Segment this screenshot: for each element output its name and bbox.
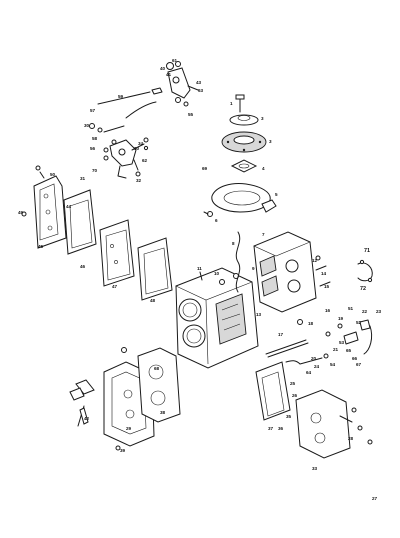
wire <box>235 231 241 293</box>
callout: 45 <box>38 244 44 249</box>
callout: 18 <box>308 321 314 326</box>
callout: 68 <box>154 366 160 371</box>
callout: 28 <box>348 436 354 441</box>
callout-labels: 1 3 3 4 5 6 7 8 9 10 11 12 13 14 15 16 1… <box>18 58 382 501</box>
callout: 56 <box>90 146 96 151</box>
callout: 66 <box>352 356 358 361</box>
callout: 53 <box>339 340 345 345</box>
wire-clip <box>357 259 373 283</box>
callout: 19 <box>338 316 344 321</box>
callout: 11 <box>197 266 202 271</box>
callout: 36 <box>278 426 284 431</box>
callout: 3 <box>269 139 272 144</box>
callout: 60 <box>134 146 140 151</box>
hose <box>265 339 329 365</box>
callout: 72 <box>360 286 366 292</box>
callout: 12 <box>312 258 318 263</box>
callout: 46 <box>80 264 86 269</box>
callout: 71 <box>364 248 370 254</box>
callout: 3 <box>261 116 264 121</box>
callout: 20 <box>311 356 317 361</box>
callout: 25 <box>290 381 296 386</box>
callout: 8 <box>232 241 235 246</box>
callout: 67 <box>356 362 362 367</box>
callout: 32 <box>136 178 142 183</box>
callout: 40 <box>160 66 166 71</box>
callout: 24 <box>314 364 320 369</box>
callout: 10 <box>214 271 220 276</box>
callout: 21 <box>333 347 339 352</box>
callout: 44 <box>66 204 72 209</box>
callout: 13 <box>256 312 262 317</box>
callout: 63 <box>198 88 204 93</box>
cover-plates <box>21 165 173 301</box>
callout: 50 <box>50 172 56 177</box>
callout: 9 <box>252 266 255 271</box>
callout: 1 <box>230 101 233 106</box>
callout: 47 <box>112 284 118 289</box>
callout: 52 <box>356 320 362 325</box>
callout: 51 <box>348 306 354 311</box>
cylinder-block <box>175 267 259 369</box>
callout: 33 <box>312 466 318 471</box>
callout: 16 <box>325 308 331 313</box>
bearing-housing-stack <box>203 94 277 217</box>
callout: 59 <box>118 94 124 99</box>
throttle-linkage <box>89 61 199 179</box>
callout: 57 <box>90 108 96 113</box>
callout: 7 <box>262 232 265 237</box>
callout: 27 <box>372 496 378 501</box>
callout: 54 <box>330 362 336 367</box>
callout: 17 <box>278 332 284 337</box>
callout: 30 <box>84 123 90 128</box>
callout: 58 <box>92 136 98 141</box>
callout: 4 <box>262 166 265 171</box>
callout: 15 <box>324 284 330 289</box>
callout: 62 <box>142 158 148 163</box>
callout: 48 <box>150 298 156 303</box>
callout: 35 <box>286 414 292 419</box>
crankcase <box>253 231 331 325</box>
callout: 6 <box>215 218 218 223</box>
callout: 26 <box>292 393 298 398</box>
callout: 38 <box>160 410 166 415</box>
callout: 22 <box>362 309 368 314</box>
callout: 39 <box>120 448 126 453</box>
callout: 23 <box>376 309 382 314</box>
callout: 34 <box>138 141 144 146</box>
callout: 65 <box>346 348 352 353</box>
intake-cover <box>255 319 373 459</box>
callout: 55 <box>188 112 194 117</box>
callout: 31 <box>80 176 86 181</box>
callout: 64 <box>306 370 312 375</box>
callout: 43 <box>196 80 202 85</box>
callout: 5 <box>275 192 278 197</box>
exhaust-cover <box>69 347 181 451</box>
callout: 14 <box>321 271 327 276</box>
callout: 70 <box>92 168 98 173</box>
callout: 61 <box>172 58 178 63</box>
callout: 41 <box>166 72 172 77</box>
callout: 42 <box>84 416 90 421</box>
callout: 69 <box>202 166 208 171</box>
callout: 49 <box>18 210 24 215</box>
callout: 37 <box>268 426 274 431</box>
callout: 29 <box>126 426 132 431</box>
